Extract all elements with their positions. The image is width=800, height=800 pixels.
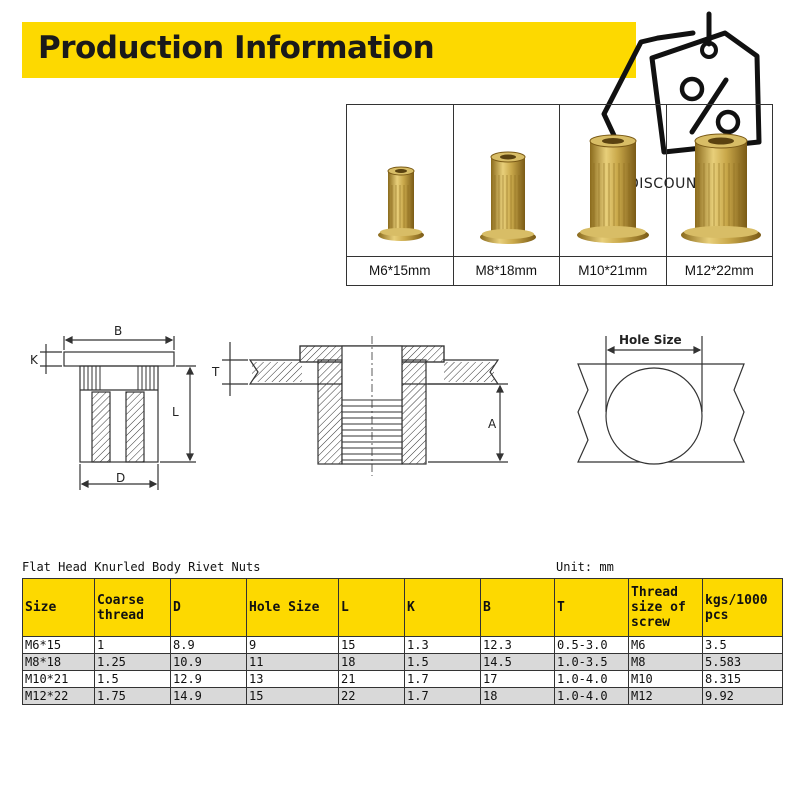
header-cell: Hole Size: [246, 578, 339, 637]
table-row: M10*21 1.5 12.9 13 21 1.7 17 1.0-4.0 M10…: [22, 670, 783, 688]
product-photo-strip: M6*15mm M8*18mm: [346, 104, 773, 286]
table-cell: 1.7: [404, 687, 481, 705]
header-cell: K: [404, 578, 481, 637]
table-row: M8*18 1.25 10.9 11 18 1.5 14.5 1.0-3.5 M…: [22, 653, 783, 671]
page-title: Production Information: [38, 30, 435, 66]
rivet-nut-photo: [479, 151, 536, 244]
hole-size-drawing: [577, 336, 745, 465]
table-cell: 9: [246, 636, 339, 654]
label-hole-size: Hole Size: [619, 333, 682, 347]
table-cell: 22: [338, 687, 405, 705]
label-a: A: [488, 417, 497, 431]
table-cell: 15: [246, 687, 339, 705]
table-row: M12*22 1.75 14.9 15 22 1.7 18 1.0-4.0 M1…: [22, 687, 783, 705]
header-cell: B: [480, 578, 555, 637]
table-cell: 15: [338, 636, 405, 654]
photo-cell-m6: M6*15mm: [347, 105, 453, 285]
photo-cell-m8: M8*18mm: [452, 105, 559, 285]
header-cell: T: [554, 578, 629, 637]
table-cell: 1.5: [404, 653, 481, 671]
table-header-row: Size Coarse thread D Hole Size L K B T T…: [22, 578, 783, 637]
table-cell: 9.92: [702, 687, 783, 705]
table-cell: M6*15: [22, 636, 95, 654]
table-cell: M6: [628, 636, 703, 654]
title-banner: Production Information: [22, 22, 636, 78]
photo-caption: M6*15mm: [347, 256, 453, 285]
header-cell: Thread size of screw: [628, 578, 703, 637]
table-cell: 13: [246, 670, 339, 688]
table-cell: 11: [246, 653, 339, 671]
table-title: Flat Head Knurled Body Rivet Nuts: [22, 560, 261, 574]
label-k: K: [30, 353, 39, 367]
table-cell: 14.9: [170, 687, 247, 705]
table-cell: M10: [628, 670, 703, 688]
photo-caption: M10*21mm: [560, 256, 666, 285]
table-caption: Flat Head Knurled Body Rivet Nuts Unit: …: [22, 560, 782, 576]
table-cell: 0.5-3.0: [554, 636, 629, 654]
table-row: M6*15 1 8.9 9 15 1.3 12.3 0.5-3.0 M6 3.5: [22, 636, 783, 654]
table-cell: 18: [480, 687, 555, 705]
table-cell: 21: [338, 670, 405, 688]
label-t: T: [211, 365, 220, 379]
label-b: B: [114, 324, 122, 338]
label-d: D: [116, 471, 125, 485]
table-cell: 5.583: [702, 653, 783, 671]
table-cell: 8.315: [702, 670, 783, 688]
rivet-nut-photo: [680, 133, 761, 244]
table-cell: 1.0-4.0: [554, 670, 629, 688]
table-cell: 1.0-4.0: [554, 687, 629, 705]
spec-table: Size Coarse thread D Hole Size L K B T T…: [22, 578, 783, 705]
side-view-drawing: [40, 336, 196, 490]
table-cell: 1.75: [94, 687, 171, 705]
table-cell: 1.0-3.5: [554, 653, 629, 671]
table-cell: M10*21: [22, 670, 95, 688]
table-cell: 18: [338, 653, 405, 671]
table-cell: 17: [480, 670, 555, 688]
table-cell: M12*22: [22, 687, 95, 705]
table-cell: 8.9: [170, 636, 247, 654]
photo-caption: M12*22mm: [666, 256, 772, 285]
table-cell: M12: [628, 687, 703, 705]
table-cell: 12.9: [170, 670, 247, 688]
table-cell: 12.3: [480, 636, 555, 654]
header-cell: L: [338, 578, 405, 637]
header-cell: Size: [22, 578, 95, 637]
label-l: L: [172, 405, 179, 419]
photo-cell-m10: M10*21mm: [559, 105, 666, 285]
table-cell: 3.5: [702, 636, 783, 654]
discount-label: DISCOUNT: [628, 176, 706, 192]
table-unit: Unit: mm: [556, 560, 614, 574]
header-cell: kgs/1000 pcs: [702, 578, 783, 637]
table-cell: 14.5: [480, 653, 555, 671]
table-cell: 1.7: [404, 670, 481, 688]
table-cell: M8*18: [22, 653, 95, 671]
photo-caption: M8*18mm: [453, 256, 559, 285]
table-cell: 1: [94, 636, 171, 654]
header-cell: Coarse thread: [94, 578, 171, 637]
rivet-nut-photo: [378, 166, 424, 241]
installed-section-drawing: [222, 336, 508, 476]
technical-drawings: B K L D T A Hole Size: [30, 324, 745, 490]
table-cell: 1.5: [94, 670, 171, 688]
rivet-nut-photo: [577, 134, 649, 243]
photo-cell-m12: M12*22mm: [665, 105, 772, 285]
header-cell: D: [170, 578, 247, 637]
table-cell: M8: [628, 653, 703, 671]
table-cell: 1.25: [94, 653, 171, 671]
table-cell: 1.3: [404, 636, 481, 654]
table-cell: 10.9: [170, 653, 247, 671]
